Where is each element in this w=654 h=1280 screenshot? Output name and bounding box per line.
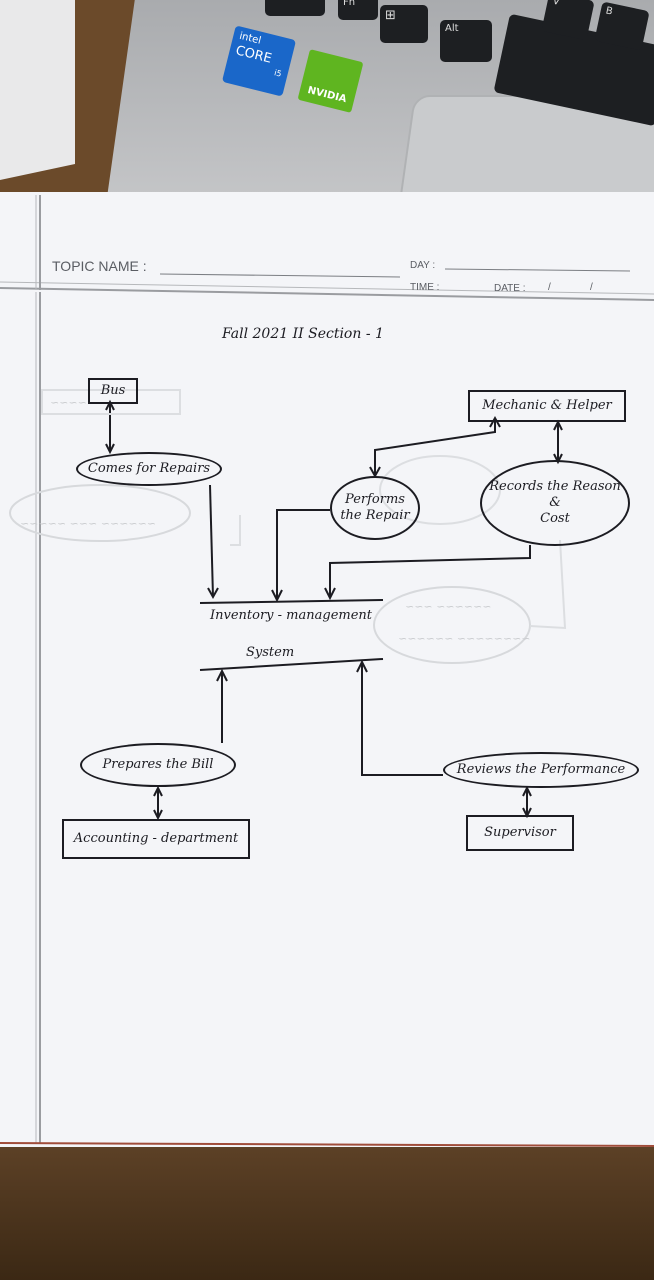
entity-bus: Bus (88, 378, 138, 404)
keyboard-key-alt: Alt (440, 20, 492, 62)
entity-supervisor: Supervisor (466, 815, 574, 851)
date-separator: / (590, 282, 593, 293)
process-performs-repair: Performs the Repair (330, 476, 420, 540)
windows-icon: ⊞ (385, 8, 396, 23)
process-prepares-bill: Prepares the Bill (80, 743, 236, 787)
wooden-table (0, 1140, 654, 1280)
time-label: TIME : (410, 282, 440, 293)
day-label: DAY : (410, 260, 436, 271)
show-through-text: ~~~~~~ ~~~ (405, 600, 492, 613)
process-records-reason-cost: Records the Reason & Cost (480, 460, 630, 546)
data-store-label: System (246, 645, 295, 660)
data-store-label: Inventory - management (210, 608, 373, 623)
date-label: DATE : (494, 283, 526, 294)
notebook-sheet (0, 192, 654, 1147)
diagram-title: Fall 2021 II Section - 1 (222, 326, 384, 342)
show-through-text: ~~~~~~ ~~~ ~~~~~ (20, 517, 157, 530)
date-separator: / (548, 282, 551, 293)
show-through-text: ~~~~~~~~ ~~~~~~ (398, 632, 531, 645)
topic-name-label: TOPIC NAME : (52, 258, 147, 274)
process-reviews-performance: Reviews the Performance (443, 752, 639, 788)
windows-key: ⊞ (380, 5, 428, 43)
process-comes-for-repairs: Comes for Repairs (76, 452, 222, 486)
keyboard-key (265, 0, 325, 16)
entity-mechanic: Mechanic & Helper (468, 390, 626, 422)
entity-accounting: Accounting - department (62, 819, 250, 859)
keyboard-key-fn: Fn (338, 0, 378, 20)
